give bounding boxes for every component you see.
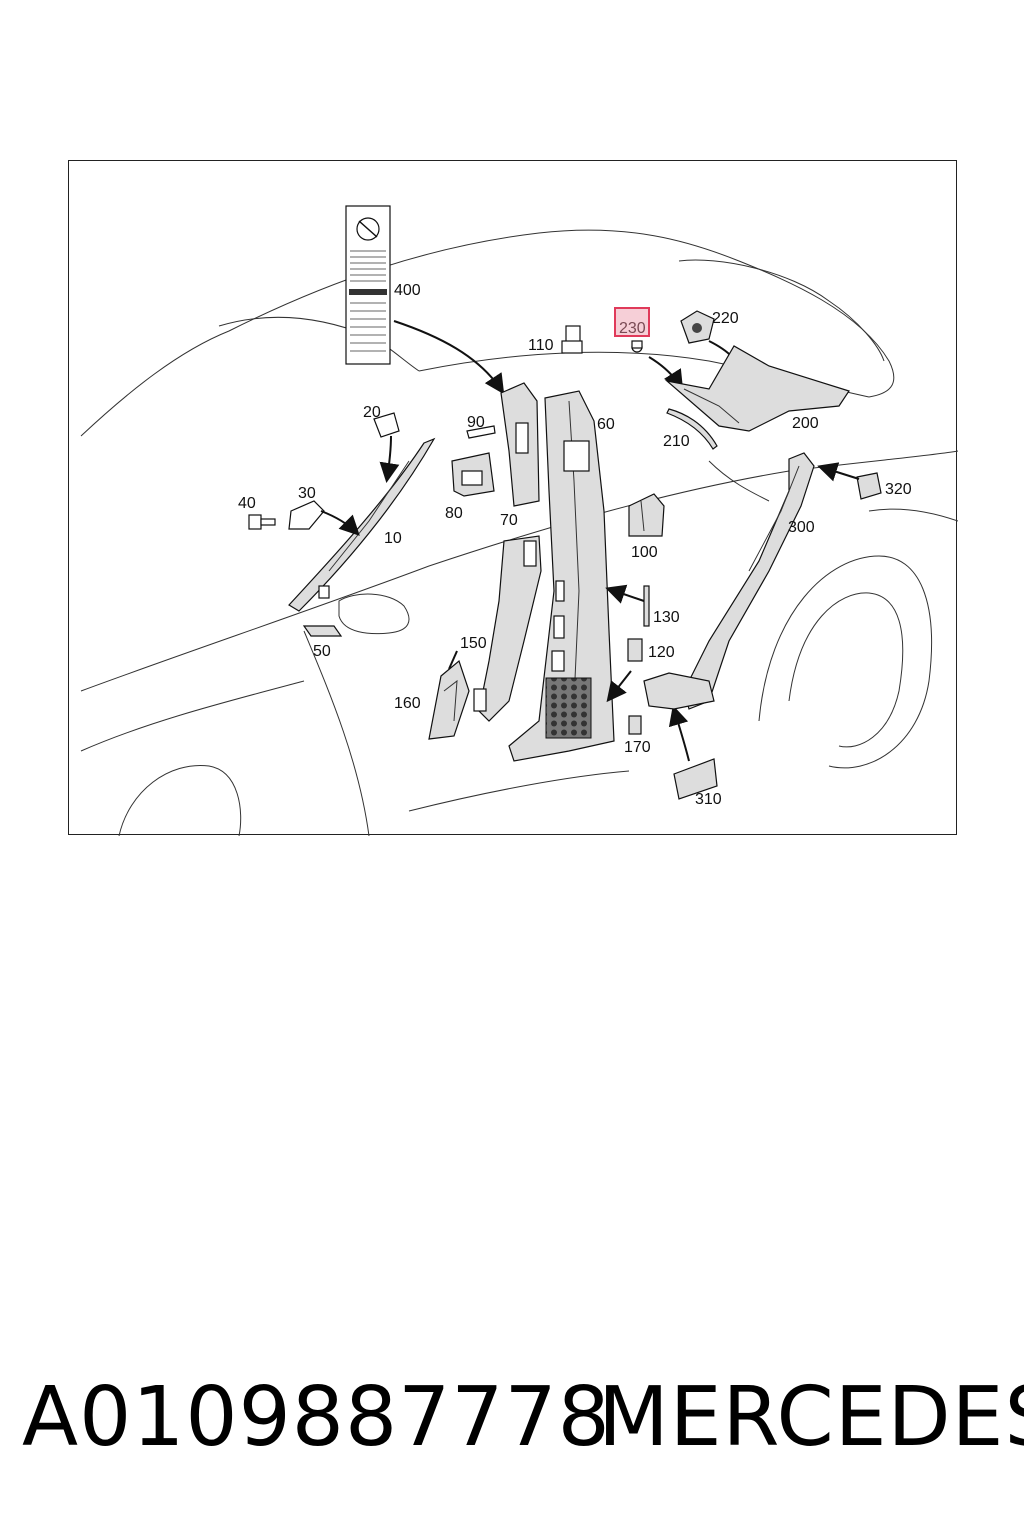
screw-part-40 bbox=[248, 514, 276, 530]
callout-70: 70 bbox=[500, 512, 518, 529]
bracket-part-30 bbox=[288, 500, 325, 530]
part-number: A0109887778 bbox=[22, 1370, 611, 1465]
pad-part-50 bbox=[302, 625, 343, 637]
strip-part-130 bbox=[643, 585, 650, 627]
callout-60: 60 bbox=[597, 416, 615, 433]
callout-400: 400 bbox=[394, 282, 421, 299]
callout-310: 310 bbox=[695, 791, 722, 808]
clip-part-110 bbox=[561, 325, 583, 354]
trim-part-220 bbox=[680, 310, 715, 344]
clip-part-120 bbox=[627, 638, 643, 662]
warning-label-part-400 bbox=[345, 205, 391, 365]
brand-name: MERCEDES bbox=[598, 1370, 1024, 1465]
callout-170: 170 bbox=[624, 739, 651, 756]
callout-230: 230 bbox=[619, 320, 646, 337]
callout-110: 110 bbox=[528, 337, 554, 354]
callout-120: 120 bbox=[648, 644, 675, 661]
b-pillar-trim-part-60 bbox=[508, 390, 615, 762]
callout-labels: 400 220 230 110 60 200 210 20 90 320 40 … bbox=[238, 282, 912, 808]
seal-part-210 bbox=[666, 408, 718, 450]
trim-part-200 bbox=[664, 345, 850, 432]
cover-part-310 bbox=[673, 758, 718, 800]
callout-90: 90 bbox=[467, 414, 485, 431]
callout-80: 80 bbox=[445, 505, 463, 522]
clip-part-90 bbox=[466, 425, 496, 439]
parts-diagram-frame: 400 220 230 110 60 200 210 20 90 320 40 … bbox=[68, 160, 958, 836]
callout-40: 40 bbox=[238, 495, 256, 512]
clip-part-20 bbox=[373, 412, 400, 438]
callout-100: 100 bbox=[631, 544, 658, 561]
callout-220: 220 bbox=[712, 310, 739, 327]
clip-part-230 bbox=[631, 340, 643, 353]
callout-10: 10 bbox=[384, 530, 402, 547]
callout-320: 320 bbox=[885, 481, 912, 498]
callout-30: 30 bbox=[298, 485, 316, 502]
callout-150: 150 bbox=[460, 635, 487, 652]
bracket-part-100 bbox=[628, 493, 665, 537]
bracket-part-80 bbox=[451, 452, 495, 497]
pillar-cover-part-70 bbox=[500, 382, 540, 507]
callout-300: 300 bbox=[788, 519, 815, 536]
callout-200: 200 bbox=[792, 415, 819, 432]
parts-diagram: 400 220 230 110 60 200 210 20 90 320 40 … bbox=[80, 205, 958, 836]
vent-part-160 bbox=[428, 659, 470, 740]
clip-part-170 bbox=[628, 715, 642, 735]
trim-part-150 bbox=[473, 535, 542, 722]
callout-160: 160 bbox=[394, 695, 421, 712]
callout-130: 130 bbox=[653, 609, 680, 626]
callout-230-highlight bbox=[614, 307, 650, 337]
callout-20: 20 bbox=[363, 404, 381, 421]
nut-part-320 bbox=[856, 472, 882, 500]
callout-210: 210 bbox=[663, 433, 690, 450]
sill-pad bbox=[643, 672, 715, 710]
callout-50: 50 bbox=[313, 643, 331, 660]
